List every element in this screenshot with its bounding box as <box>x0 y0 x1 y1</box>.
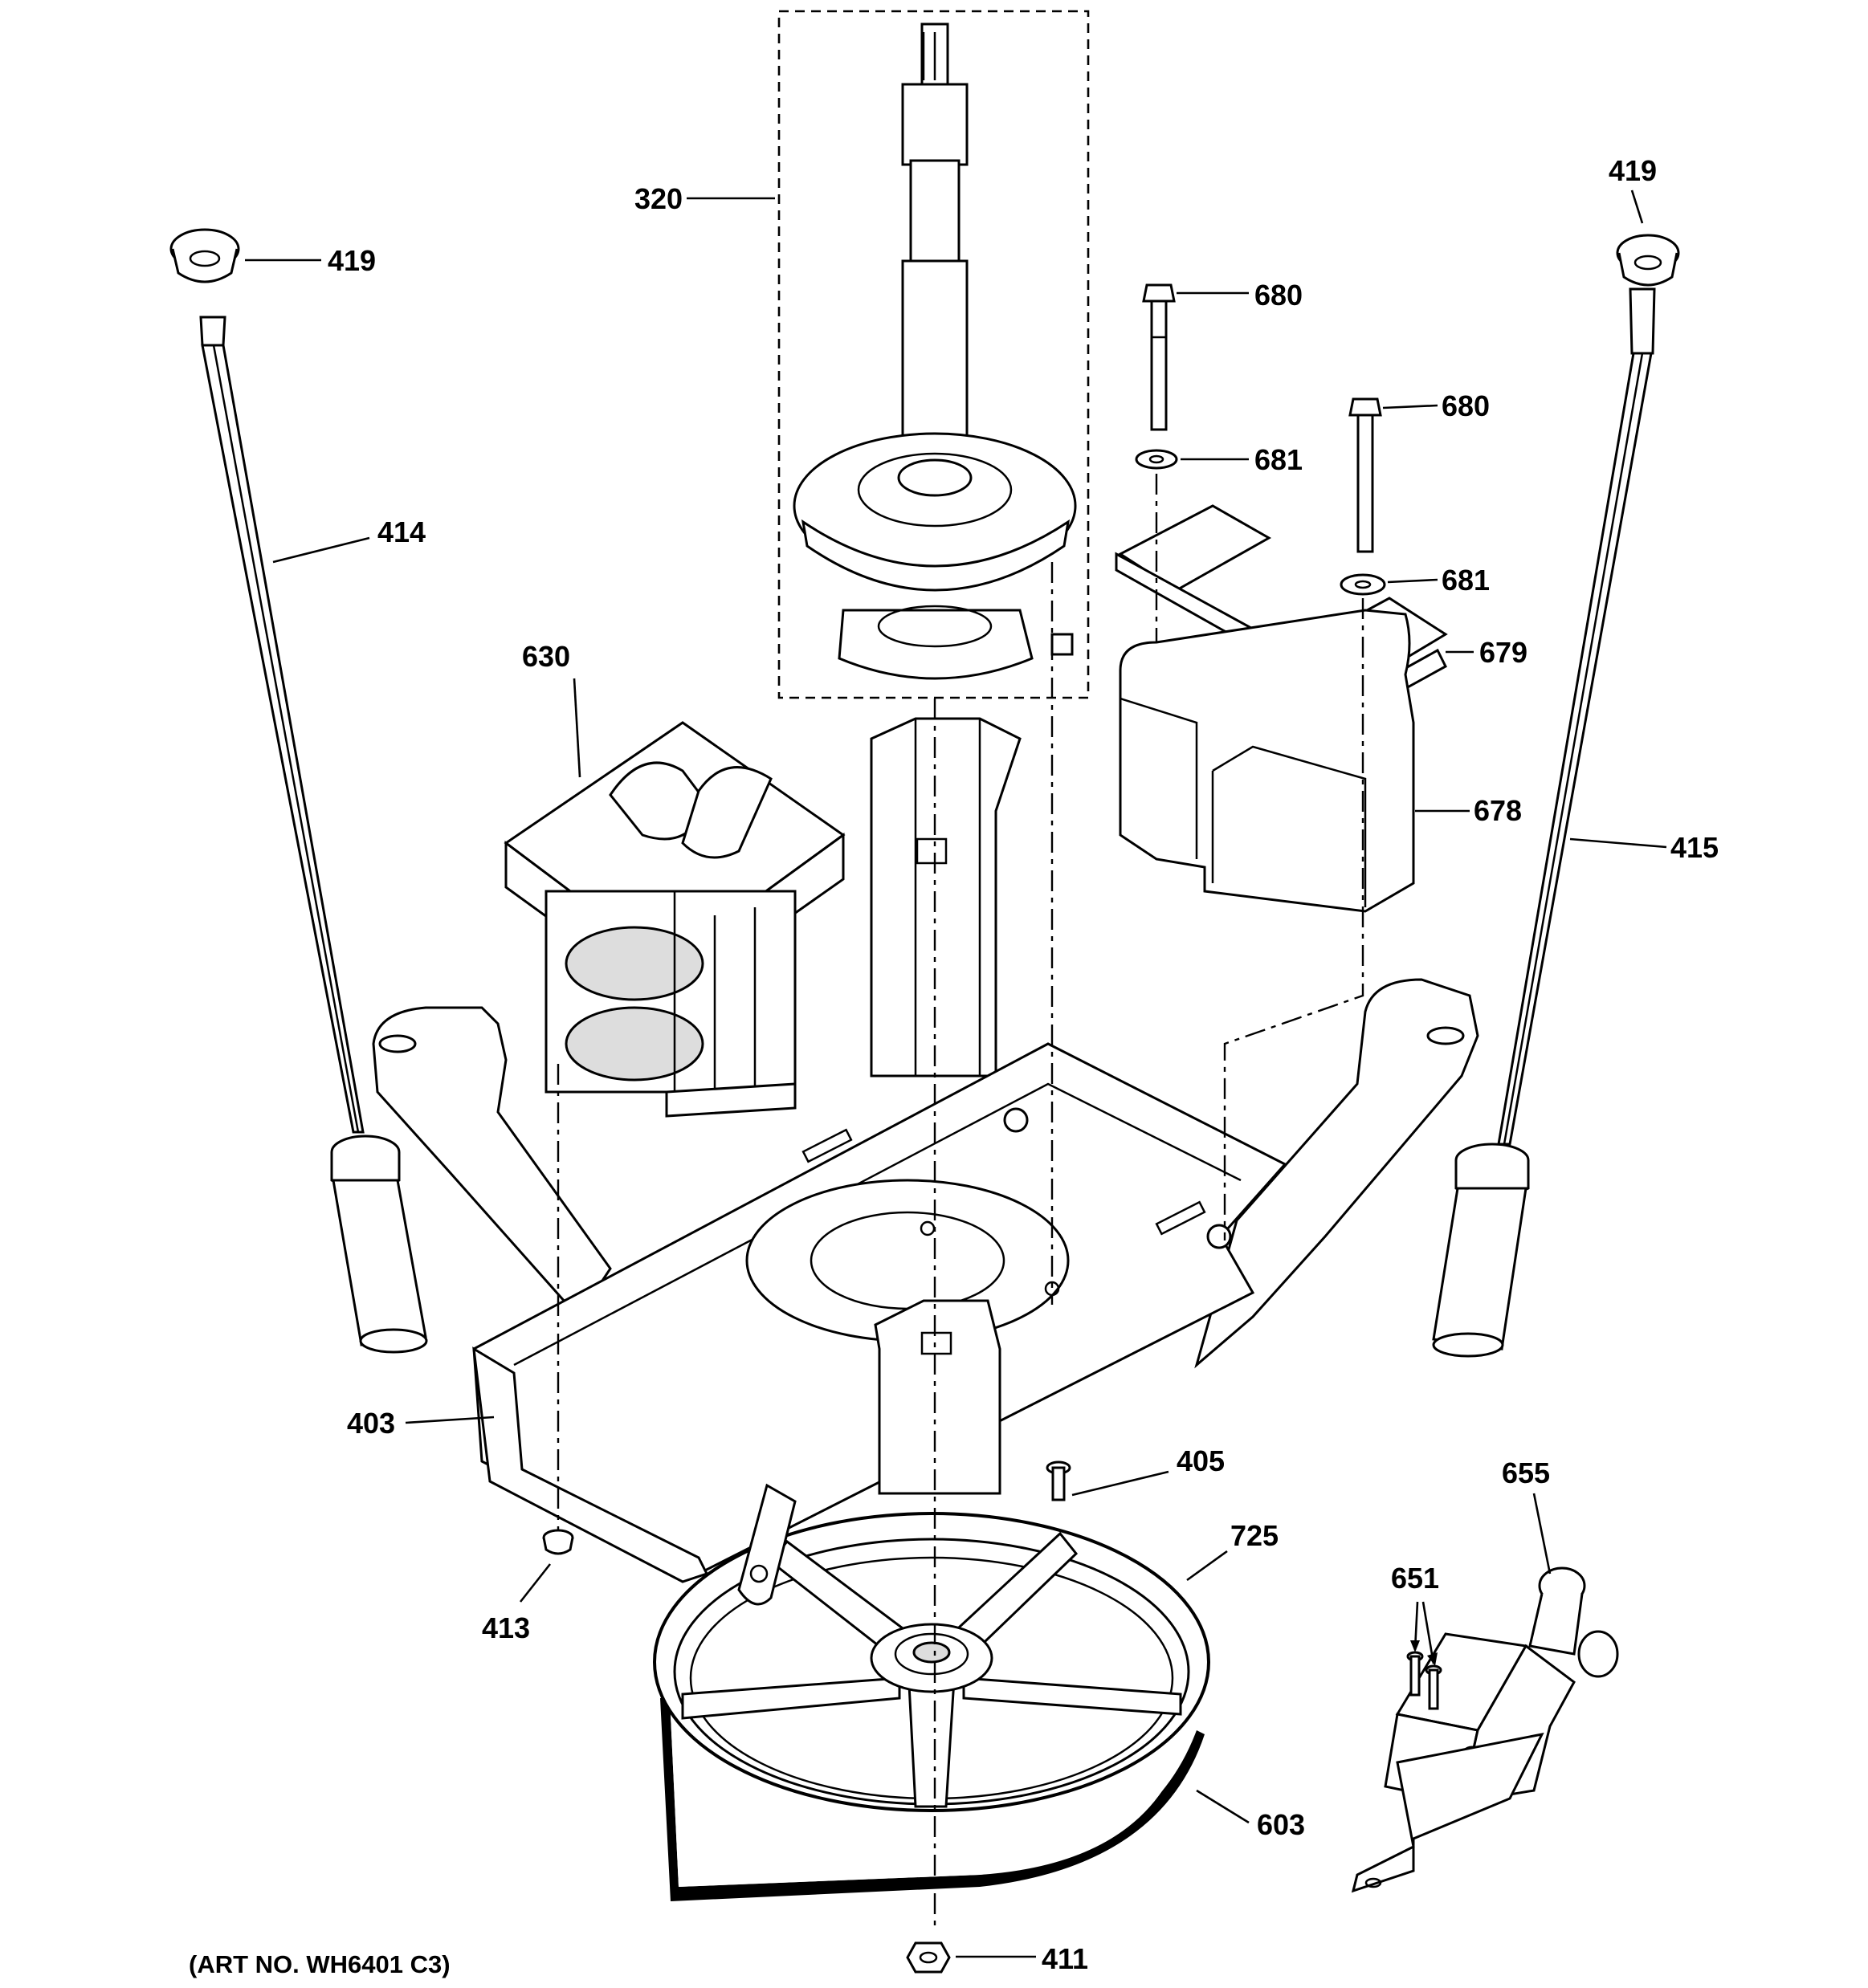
part-support-channel <box>870 717 1022 1078</box>
callout-414: 414 <box>272 515 426 564</box>
callout-411: 411 <box>956 1942 1088 1975</box>
callout-681-mid: 681 <box>1387 564 1490 597</box>
callout-630: 630 <box>522 640 581 778</box>
label-413: 413 <box>482 1611 530 1644</box>
part-680-top-bolt <box>1142 283 1176 431</box>
part-725-pulley <box>653 1483 1210 1812</box>
alignment-lines <box>557 474 1364 1927</box>
part-413-nut <box>542 1529 574 1555</box>
label-681-mid: 681 <box>1442 564 1490 597</box>
label-603: 603 <box>1257 1808 1305 1841</box>
label-655: 655 <box>1502 1456 1550 1489</box>
label-678: 678 <box>1474 794 1522 827</box>
callout-680-top: 680 <box>1177 279 1303 312</box>
callout-413: 413 <box>482 1563 552 1644</box>
label-679: 679 <box>1479 636 1527 669</box>
label-405: 405 <box>1177 1444 1225 1477</box>
callout-419-left: 419 <box>245 244 376 277</box>
part-419-left-cap <box>169 228 240 283</box>
label-651: 651 <box>1391 1562 1439 1595</box>
label-414: 414 <box>377 515 426 548</box>
callout-320: 320 <box>634 182 775 215</box>
callout-419-right: 419 <box>1609 154 1657 224</box>
part-681-mid-washer <box>1340 573 1386 596</box>
callout-403: 403 <box>347 1407 495 1440</box>
label-630: 630 <box>522 640 570 673</box>
label-725: 725 <box>1230 1519 1279 1552</box>
callout-679: 679 <box>1446 636 1527 669</box>
label-419-left: 419 <box>328 244 376 277</box>
callout-651: 651 <box>1391 1562 1439 1666</box>
callout-678: 678 <box>1415 794 1522 827</box>
label-320: 320 <box>634 182 683 215</box>
part-678-counterweight <box>1119 609 1415 913</box>
callout-680-mid: 680 <box>1382 389 1490 422</box>
callout-415: 415 <box>1569 831 1719 864</box>
part-630-motor <box>504 721 846 1118</box>
part-655-pump <box>1351 1566 1619 1893</box>
callout-725: 725 <box>1186 1519 1279 1582</box>
callout-603: 603 <box>1196 1789 1305 1841</box>
label-411: 411 <box>1042 1942 1088 1975</box>
art-number: (ART NO. WH6401 C3) <box>189 1950 451 1978</box>
part-415-right-suspension-rod <box>1432 287 1656 1358</box>
label-415: 415 <box>1670 831 1719 864</box>
callout-405: 405 <box>1071 1444 1225 1497</box>
part-681-top-washer <box>1135 449 1178 470</box>
label-680-top: 680 <box>1254 279 1303 312</box>
callout-681-top: 681 <box>1181 443 1303 476</box>
label-681-top: 681 <box>1254 443 1303 476</box>
part-419-right-cap <box>1616 234 1680 287</box>
part-320-shaft-assembly <box>777 10 1090 699</box>
part-414-left-suspension-rod <box>199 316 428 1354</box>
label-419-right: 419 <box>1609 154 1657 187</box>
part-680-mid-bolt <box>1348 397 1382 553</box>
callout-655: 655 <box>1502 1456 1552 1575</box>
label-403: 403 <box>347 1407 395 1440</box>
part-403-base-platform <box>372 978 1479 1583</box>
label-680-mid: 680 <box>1442 389 1490 422</box>
part-651-screws <box>1406 1651 1442 1710</box>
part-405-screw <box>1046 1460 1071 1501</box>
part-411-nut <box>906 1941 951 1974</box>
